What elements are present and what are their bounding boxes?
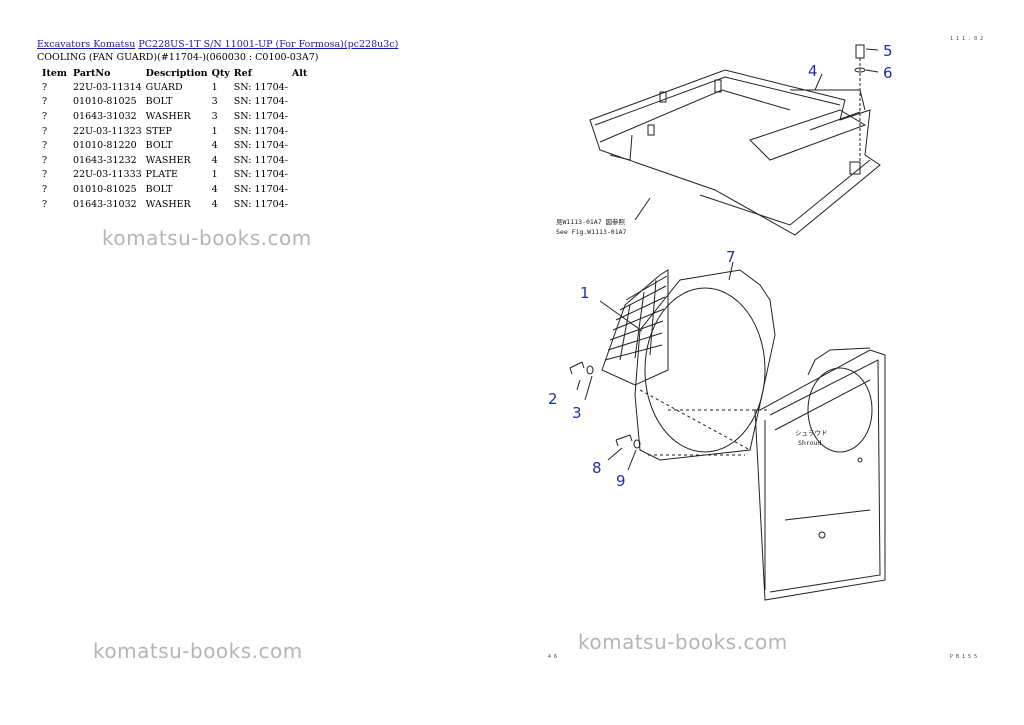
cell-ref: SN: 11704- bbox=[233, 183, 288, 195]
table-row: ? 01643-31232 WASHER 4 SN: 11704- bbox=[37, 153, 309, 168]
shroud-label-jp: シュラウド bbox=[795, 429, 828, 437]
callout-6: 6 bbox=[883, 64, 893, 82]
cell-qty: 1 bbox=[211, 125, 218, 137]
cell-qty: 3 bbox=[211, 110, 218, 122]
callout-4: 4 bbox=[808, 62, 818, 80]
cell-item: ? bbox=[42, 96, 48, 108]
cell-description: BOLT bbox=[145, 140, 173, 152]
cell-alt bbox=[290, 197, 309, 212]
cell-partno: 22U-03-11314 bbox=[73, 81, 142, 93]
callout-3: 3 bbox=[572, 404, 582, 422]
corner-label-bottom-left: 4 6 bbox=[548, 654, 557, 660]
header-partno: PartNo bbox=[73, 67, 111, 79]
table-row: ? 01643-31032 WASHER 4 SN: 11704- bbox=[37, 197, 309, 212]
corner-label-top: 1 1 1 . 0 2 bbox=[950, 36, 983, 42]
cell-description: GUARD bbox=[145, 81, 183, 93]
header-description: Description bbox=[145, 67, 208, 79]
cell-ref: SN: 11704- bbox=[233, 198, 288, 210]
cell-ref: SN: 11704- bbox=[233, 81, 288, 93]
see-fig-jp: 見W1113-01A7 図参照 bbox=[556, 217, 626, 226]
callout-9: 9 bbox=[616, 472, 626, 490]
cell-partno: 01010-81025 bbox=[73, 183, 137, 195]
cell-partno: 01643-31032 bbox=[73, 198, 137, 210]
corner-label-bottom-right: P B 1 5 5 bbox=[950, 654, 977, 660]
table-header-row: Item PartNo Description Qty Ref Alt bbox=[37, 66, 309, 80]
cell-alt bbox=[290, 80, 309, 95]
breadcrumb-link-excavators[interactable]: Excavators Komatsu bbox=[37, 39, 136, 50]
page-subtitle: COOLING (FAN GUARD)(#11704-)(060030 : C0… bbox=[37, 52, 319, 63]
cell-description: WASHER bbox=[145, 154, 191, 166]
parts-table: Item PartNo Description Qty Ref Alt ? 22U… bbox=[37, 66, 309, 211]
cell-ref: SN: 11704- bbox=[233, 169, 288, 181]
header-alt: Alt bbox=[291, 67, 308, 79]
cell-item: ? bbox=[42, 140, 48, 152]
shroud-label-en: Shroud bbox=[798, 439, 822, 447]
cell-item: ? bbox=[42, 125, 48, 137]
callout-7: 7 bbox=[726, 248, 736, 266]
watermark: komatsu-books.com bbox=[578, 630, 788, 654]
cell-qty: 4 bbox=[211, 198, 218, 210]
cell-qty: 1 bbox=[211, 169, 218, 181]
cell-description: WASHER bbox=[145, 110, 191, 122]
cell-partno: 01010-81025 bbox=[73, 96, 137, 108]
exploded-view-drawing: 1 2 3 4 5 6 7 8 9 見W1113-01A7 図参照 See Fi… bbox=[548, 36, 983, 660]
cell-description: PLATE bbox=[145, 169, 178, 181]
cell-item: ? bbox=[42, 154, 48, 166]
callout-1: 1 bbox=[580, 284, 590, 302]
table-row: ? 01010-81025 BOLT 3 SN: 11704- bbox=[37, 95, 309, 110]
cell-alt bbox=[290, 138, 309, 153]
breadcrumb: Excavators Komatsu PC228US-1T S/N 11001-… bbox=[37, 39, 398, 50]
cell-qty: 4 bbox=[211, 154, 218, 166]
cell-ref: SN: 11704- bbox=[233, 140, 288, 152]
cell-partno: 22U-03-11323 bbox=[73, 125, 142, 137]
cell-description: BOLT bbox=[145, 183, 173, 195]
callout-2: 2 bbox=[548, 390, 558, 408]
header-item: Item bbox=[42, 67, 67, 79]
cell-partno: 22U-03-11333 bbox=[73, 169, 142, 181]
cell-ref: SN: 11704- bbox=[233, 96, 288, 108]
cell-qty: 4 bbox=[211, 183, 218, 195]
cell-alt bbox=[290, 109, 309, 124]
cell-item: ? bbox=[42, 198, 48, 210]
cell-description: WASHER bbox=[145, 198, 191, 210]
cell-description: BOLT bbox=[145, 96, 173, 108]
watermark: komatsu-books.com bbox=[102, 226, 312, 250]
cell-ref: SN: 11704- bbox=[233, 154, 288, 166]
cell-partno: 01010-81220 bbox=[73, 140, 137, 152]
cell-qty: 1 bbox=[211, 81, 218, 93]
cell-alt bbox=[290, 182, 309, 197]
callout-8: 8 bbox=[592, 459, 602, 477]
cell-alt bbox=[290, 124, 309, 139]
callout-5: 5 bbox=[883, 42, 893, 60]
cell-qty: 4 bbox=[211, 140, 218, 152]
cell-alt bbox=[290, 95, 309, 110]
cell-partno: 01643-31232 bbox=[73, 154, 137, 166]
cell-alt bbox=[290, 153, 309, 168]
callout-labels: 1 2 3 4 5 6 7 8 9 bbox=[548, 42, 893, 490]
table-row: ? 01010-81220 BOLT 4 SN: 11704- bbox=[37, 138, 309, 153]
header-ref: Ref bbox=[233, 67, 252, 79]
cell-alt bbox=[290, 168, 309, 183]
watermark: komatsu-books.com bbox=[93, 639, 303, 663]
cell-item: ? bbox=[42, 110, 48, 122]
see-fig-en: See Fig.W1113-01A7 bbox=[556, 228, 627, 236]
cell-item: ? bbox=[42, 183, 48, 195]
header-qty: Qty bbox=[211, 67, 230, 79]
table-row: ? 01010-81025 BOLT 4 SN: 11704- bbox=[37, 182, 309, 197]
cell-ref: SN: 11704- bbox=[233, 110, 288, 122]
breadcrumb-link-model[interactable]: PC228US-1T S/N 11001-UP (For Formosa)(pc… bbox=[138, 39, 399, 50]
cell-ref: SN: 11704- bbox=[233, 125, 288, 137]
table-row: ? 01643-31032 WASHER 3 SN: 11704- bbox=[37, 109, 309, 124]
cell-item: ? bbox=[42, 169, 48, 181]
cell-partno: 01643-31032 bbox=[73, 110, 137, 122]
cell-description: STEP bbox=[145, 125, 172, 137]
cell-item: ? bbox=[42, 81, 48, 93]
parts-diagram: 1 2 3 4 5 6 7 8 9 見W1113-01A7 図参照 See Fi… bbox=[540, 30, 1020, 670]
cell-qty: 3 bbox=[211, 96, 218, 108]
